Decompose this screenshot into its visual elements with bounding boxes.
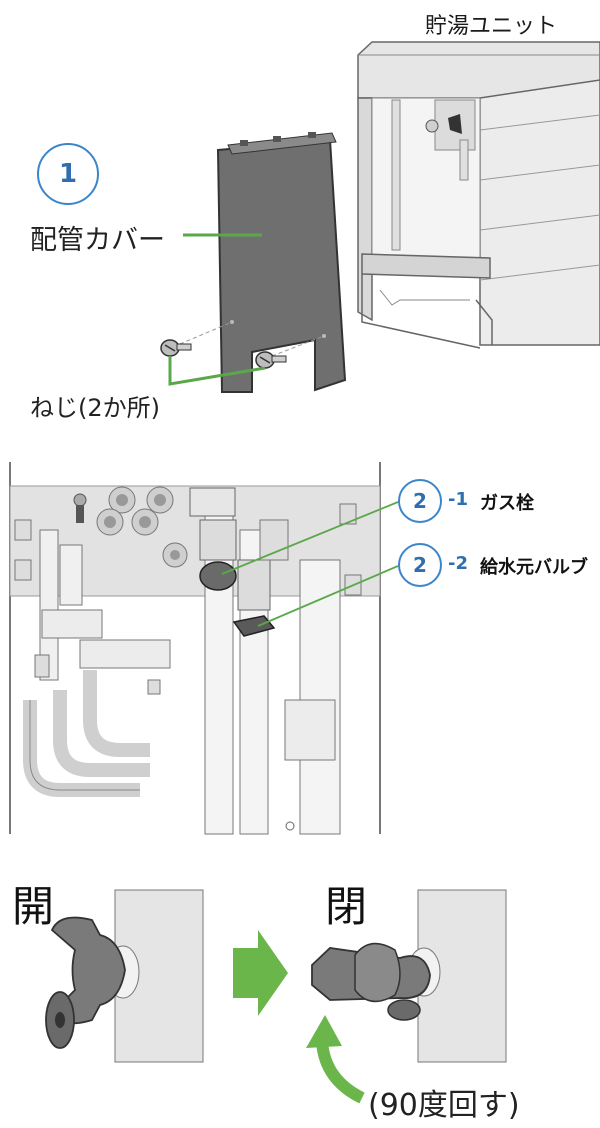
water-valve-leader-line xyxy=(257,565,399,627)
step-1-circle: 1 xyxy=(37,143,99,205)
rotate-90-label: (90度回す) xyxy=(368,1088,520,1123)
pipe-cover-label: 配管カバー xyxy=(30,225,165,256)
cover-leader-line xyxy=(183,233,262,237)
closed-label: 閉 xyxy=(325,882,368,931)
hot-water-unit-label: 貯湯ユニット xyxy=(425,14,558,39)
pipe-cover-illustration xyxy=(179,132,347,393)
step-2-circle: 2 xyxy=(398,543,442,587)
gas-cock-label: ガス栓 xyxy=(480,493,534,514)
screw-leader-line xyxy=(168,356,266,386)
gas-cock-leader-line xyxy=(221,501,399,575)
screw-label: ねじ(2か所) xyxy=(30,394,160,422)
water-valve-label: 給水元バルブ xyxy=(480,557,588,578)
open-label: 開 xyxy=(12,882,55,931)
step-2-circle: 2 xyxy=(398,479,442,523)
valve-area-illustration xyxy=(9,462,381,835)
hot-water-unit-illustration xyxy=(357,41,600,349)
callout-suffix: -1 xyxy=(448,489,468,510)
callout-suffix: -2 xyxy=(448,553,468,574)
